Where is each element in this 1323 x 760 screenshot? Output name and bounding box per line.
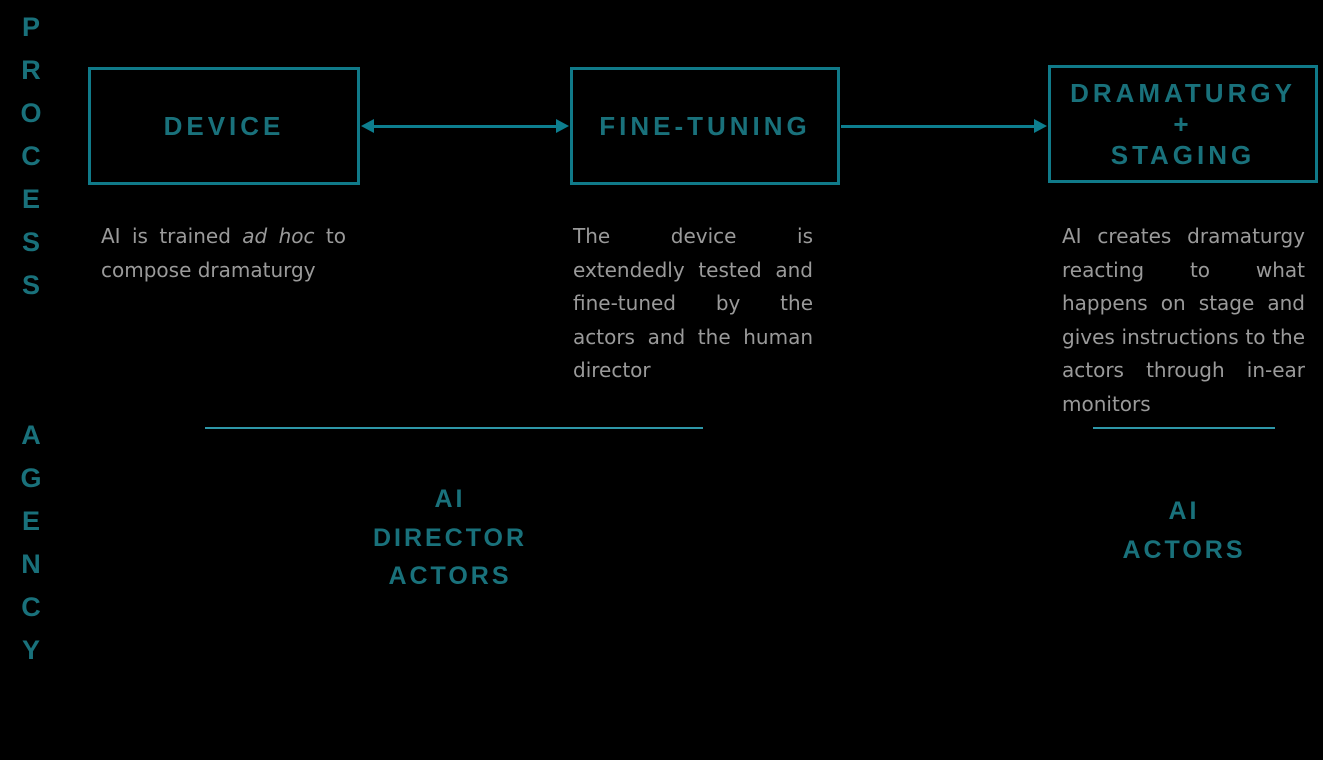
dramaturgy-title-line: STAGING <box>1110 139 1256 170</box>
agency-group-ai-actors: AI ACTORS <box>1039 492 1323 569</box>
fine-tuning-box: FINE-TUNING <box>570 67 840 185</box>
arrowhead-right-icon <box>1034 119 1047 133</box>
agency-line: AI <box>434 485 466 513</box>
dramaturgy-staging-box: DRAMATURGY + STAGING <box>1048 65 1318 183</box>
device-box: DEVICE <box>88 67 360 185</box>
dramaturgy-title-plus: + <box>1173 108 1193 139</box>
agency-divider-right <box>1093 427 1275 429</box>
arrow-finetuning-dramaturgy-icon <box>841 119 1047 133</box>
agency-line: ACTORS <box>1122 535 1246 564</box>
process-axis-label: PROCESS <box>16 12 46 313</box>
fine-tuning-description: The device is extendedly tested and fine… <box>573 224 813 382</box>
device-description: AI is trained ad hoc to compose dramatur… <box>101 220 346 287</box>
agency-line: DIRECTOR <box>372 523 528 552</box>
device-box-title: DEVICE <box>163 110 285 141</box>
arrowhead-left-icon <box>361 119 374 133</box>
agency-group-ai-director-actors: AI DIRECTOR ACTORS <box>305 480 595 596</box>
arrow-shaft <box>841 124 1036 128</box>
fine-tuning-box-title: FINE-TUNING <box>599 110 811 141</box>
arrowhead-right-icon <box>556 119 569 133</box>
arrow-device-finetuning-icon <box>361 119 569 133</box>
dramaturgy-staging-description: AI creates dramaturgy reacting to what h… <box>1062 224 1305 416</box>
device-description-part: to compose dramaturgy <box>101 224 346 282</box>
device-description-part: AI is trained <box>101 224 243 248</box>
dramaturgy-title-line: DRAMATURGY <box>1070 77 1296 108</box>
agency-axis-label: AGENCY <box>16 420 46 678</box>
arrow-shaft <box>372 124 558 128</box>
agency-divider-left <box>205 427 703 429</box>
agency-line: AI <box>1168 497 1200 525</box>
dramaturgy-staging-box-title: DRAMATURGY + STAGING <box>1070 78 1296 171</box>
agency-line: ACTORS <box>388 562 512 590</box>
device-description-italic: ad hoc <box>242 224 315 248</box>
